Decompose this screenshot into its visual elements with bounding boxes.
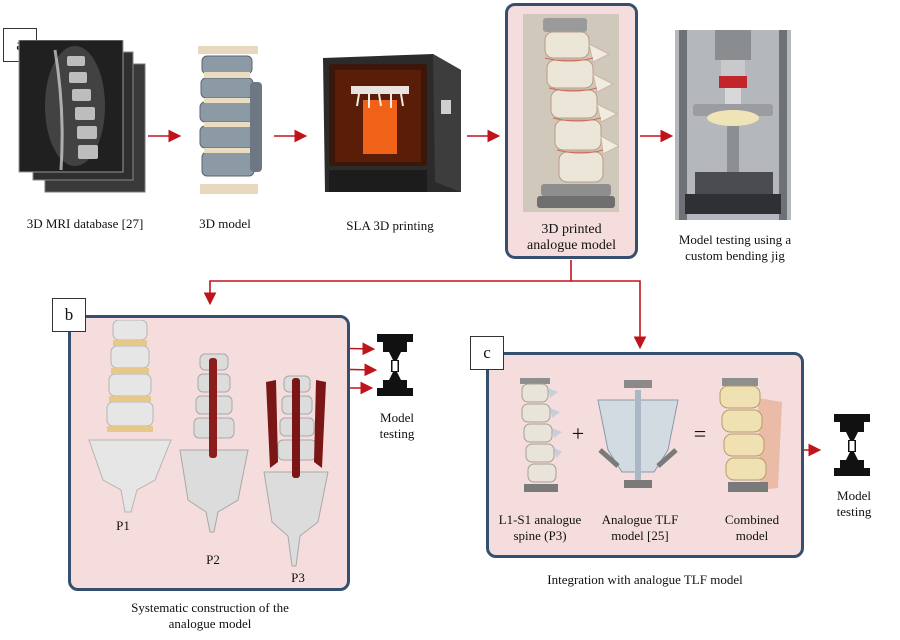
equals-sign: =	[693, 421, 707, 446]
3d-model-image	[188, 42, 268, 197]
p2-spine-model	[178, 350, 250, 535]
mri-image-stack	[15, 40, 150, 195]
bending-jig-image	[675, 30, 791, 220]
testing-machine-icon	[375, 334, 415, 396]
panel-label-c: c	[470, 336, 504, 370]
arrow-to-panel-b	[203, 260, 572, 306]
l1s1-spine-image	[510, 378, 562, 496]
printed-model-image	[523, 14, 619, 212]
panel-b-testing-label: Model testing	[379, 410, 415, 441]
tlf-label: Analogue TLF model [25]	[601, 512, 679, 543]
panel-b-caption: Systematic construction of the analogue …	[131, 600, 289, 631]
sla-printing-caption: SLA 3D printing	[346, 218, 434, 233]
panel-c-testing-label: Model testing	[836, 488, 872, 519]
bending-jig-caption: Model testing using a custom bending jig	[678, 232, 792, 263]
plus-sign: +	[571, 421, 585, 446]
p1-label: P1	[116, 518, 130, 533]
printed-model-caption: 3D printed analogue model	[526, 222, 617, 253]
p3-label: P3	[291, 570, 305, 585]
3d-model-caption: 3D model	[199, 216, 251, 231]
tlf-model-image	[594, 380, 682, 492]
spine-label: L1-S1 analogue spine (P3)	[498, 512, 582, 543]
mri-caption: 3D MRI database [27]	[26, 216, 144, 231]
testing-machine-icon	[832, 414, 872, 476]
panel-label-b: b	[52, 298, 86, 332]
panel-c-caption: Integration with analogue TLF model	[547, 572, 743, 587]
combined-label: Combined model	[724, 512, 780, 543]
p2-label: P2	[206, 552, 220, 567]
combined-model-image	[712, 378, 784, 496]
p1-spine-model	[85, 320, 175, 520]
arrow-to-panel-c	[571, 280, 647, 350]
p3-spine-model	[262, 372, 330, 570]
sla-printer-image	[315, 50, 465, 195]
